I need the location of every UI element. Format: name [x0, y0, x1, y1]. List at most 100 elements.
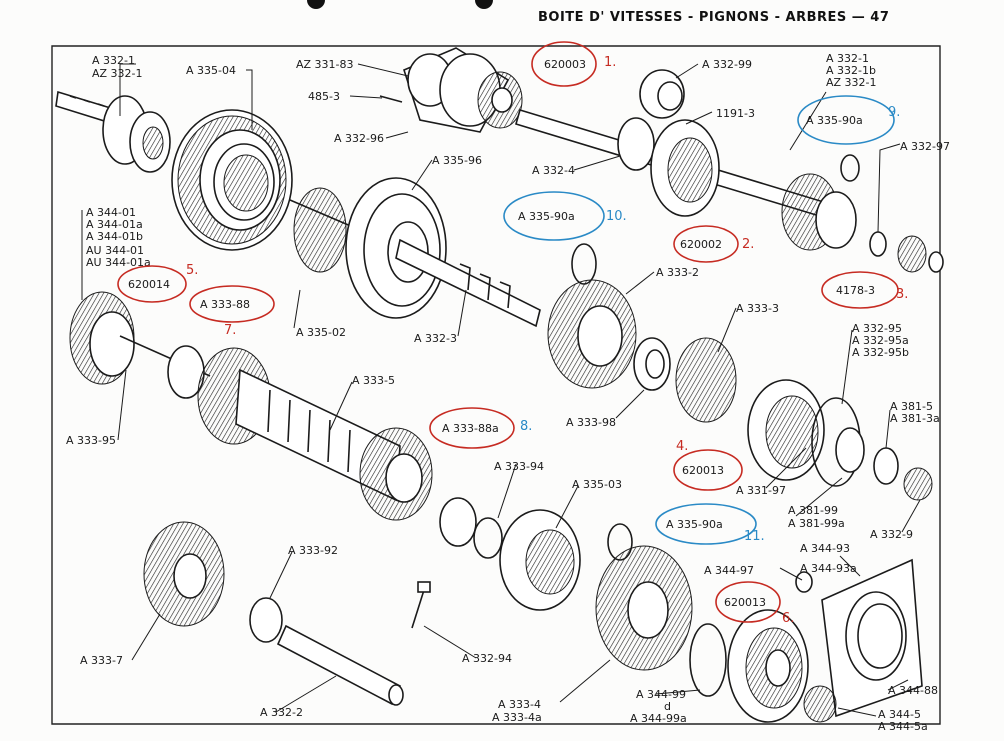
callout-num-8: 8. [520, 419, 532, 434]
synchro-gear-a335-04 [171, 109, 293, 251]
label-a332-99: A 332-99 [702, 58, 752, 71]
label-a333-3: A 333-3 [736, 302, 779, 315]
callout-ring-4 [673, 449, 743, 491]
label-a344-99-d: d [664, 700, 671, 713]
part-labels: A 332-1 AZ 332-1 A 335-04 AZ 331-83 485-… [66, 52, 950, 733]
label-a381-5: A 381-5 [890, 400, 933, 413]
label-a332-96: A 332-96 [334, 132, 384, 145]
callout-num-6: 6. [782, 611, 794, 626]
callout-num-4: 4. [676, 439, 688, 454]
label-a344-5: A 344-5 [878, 708, 921, 721]
label-a344-97: A 344-97 [704, 564, 754, 577]
leader-lines [81, 63, 921, 717]
label-a332-1b-right: A 332-1b [826, 64, 876, 77]
callout-ref-2: 620002 [680, 238, 722, 251]
label-a333-4a: A 333-4a [492, 711, 542, 724]
label-a332-97: A 332-97 [900, 140, 950, 153]
washer-a344-99 [689, 623, 727, 697]
callout-ref-7: A 333-88 [200, 298, 250, 311]
label-a381-3a: A 381-3a [890, 412, 940, 425]
label-au344-01a: AU 344-01a [86, 256, 151, 269]
bush-a333-92 [249, 597, 283, 643]
label-a381-99: A 381-99 [788, 504, 838, 517]
label-a332-3: A 332-3 [414, 332, 457, 345]
washer-a333-98 [633, 337, 671, 391]
callout-num-7: 7. [224, 323, 236, 338]
callout-ring-9 [797, 95, 895, 145]
reverse-shaft-a332-2 [276, 624, 404, 706]
bolt-a332-94 [411, 589, 425, 629]
label-a344-01a: A 344-01a [86, 218, 143, 231]
label-a344-88: A 344-88 [888, 684, 938, 697]
housing-plate-a344-88 [821, 558, 923, 718]
label-a344-99a: A 344-99a [630, 712, 687, 725]
callout-ring-6 [715, 581, 781, 623]
label-a332-94: A 332-94 [462, 652, 512, 665]
callout-ref-6: 620013 [724, 596, 766, 609]
label-a332-9: A 332-9 [870, 528, 913, 541]
snap-ring-10 [571, 243, 597, 285]
nut-a344-5 [803, 685, 837, 723]
pin-a344-97 [795, 571, 813, 593]
label-a344-5a: A 344-5a [878, 720, 928, 733]
label-a331-97: A 331-97 [736, 484, 786, 497]
callout-ring-10 [503, 191, 605, 241]
label-a333-94: A 333-94 [494, 460, 544, 473]
sleeve-a333-88a [439, 497, 477, 547]
callout-num-5: 5. [186, 263, 198, 278]
label-az331-83: AZ 331-83 [296, 58, 354, 71]
primary-shaft-left [55, 90, 171, 173]
bearing-620013-6 [727, 609, 809, 723]
blue-callouts: A 335-90a 9. A 335-90a 10. A 335-90a 11. [503, 95, 900, 545]
label-a333-4: A 333-4 [498, 698, 541, 711]
callout-num-1: 1. [604, 55, 616, 70]
red-callouts: 620003 1. 620002 2. 4178-3 3. 620013 4. … [117, 41, 908, 626]
gear-a333-3 [675, 337, 737, 423]
washer-a333-94 [473, 517, 503, 559]
label-a344-01b: A 344-01b [86, 230, 143, 243]
gear-a335-03 [499, 509, 581, 611]
callout-num-9: 9. [888, 105, 900, 120]
page-header: BOITE D' VITESSES - PIGNONS - ARBRES — 4… [538, 10, 889, 25]
label-a333-98: A 333-98 [566, 416, 616, 429]
callout-ring-5 [117, 265, 187, 303]
label-a332-4: A 332-4 [532, 164, 575, 177]
bearing-620014-5 [69, 291, 211, 385]
callout-num-10: 10. [606, 209, 627, 224]
label-au344-01: AU 344-01 [86, 244, 144, 257]
label-a335-04: A 335-04 [186, 64, 236, 77]
label-a344-93: A 344-93 [800, 542, 850, 555]
callout-ref-4: 620013 [682, 464, 724, 477]
gear-a333-4 [595, 545, 693, 671]
callout-ref-8: A 333-88a [442, 422, 499, 435]
label-a332-1-top: A 332-1 [92, 54, 135, 67]
label-az332-1-top: AZ 332-1 [92, 67, 143, 80]
label-1191-3: 1191-3 [716, 107, 755, 120]
label-a333-92: A 333-92 [288, 544, 338, 557]
label-a335-96: A 335-96 [432, 154, 482, 167]
punch-hole-left [307, 0, 325, 9]
label-a381-99a: A 381-99a [788, 517, 845, 530]
callout-ring-8 [429, 407, 515, 449]
callout-ref-5: 620014 [128, 278, 170, 291]
label-a333-5: A 333-5 [352, 374, 395, 387]
label-485-3: 485-3 [308, 90, 340, 103]
punch-hole-right [475, 0, 493, 9]
label-a332-95: A 332-95 [852, 322, 902, 335]
callout-ref-1: 620003 [544, 58, 586, 71]
parts-drawing [55, 47, 944, 723]
callout-ring-1 [531, 41, 597, 87]
callout-num-3: 3. [896, 287, 908, 302]
reverse-gear-a333-7 [143, 521, 225, 627]
label-a333-95: A 333-95 [66, 434, 116, 447]
label-a332-1-right: A 332-1 [826, 52, 869, 65]
label-az332-1-right: AZ 332-1 [826, 76, 877, 89]
gear-a333-2 [547, 279, 637, 389]
bearing-housing-top [403, 47, 523, 133]
label-a344-93a: A 344-93a [800, 562, 857, 575]
label-a335-03: A 335-03 [572, 478, 622, 491]
callout-num-11: 11. [744, 529, 765, 544]
label-a332-2: A 332-2 [260, 706, 303, 719]
